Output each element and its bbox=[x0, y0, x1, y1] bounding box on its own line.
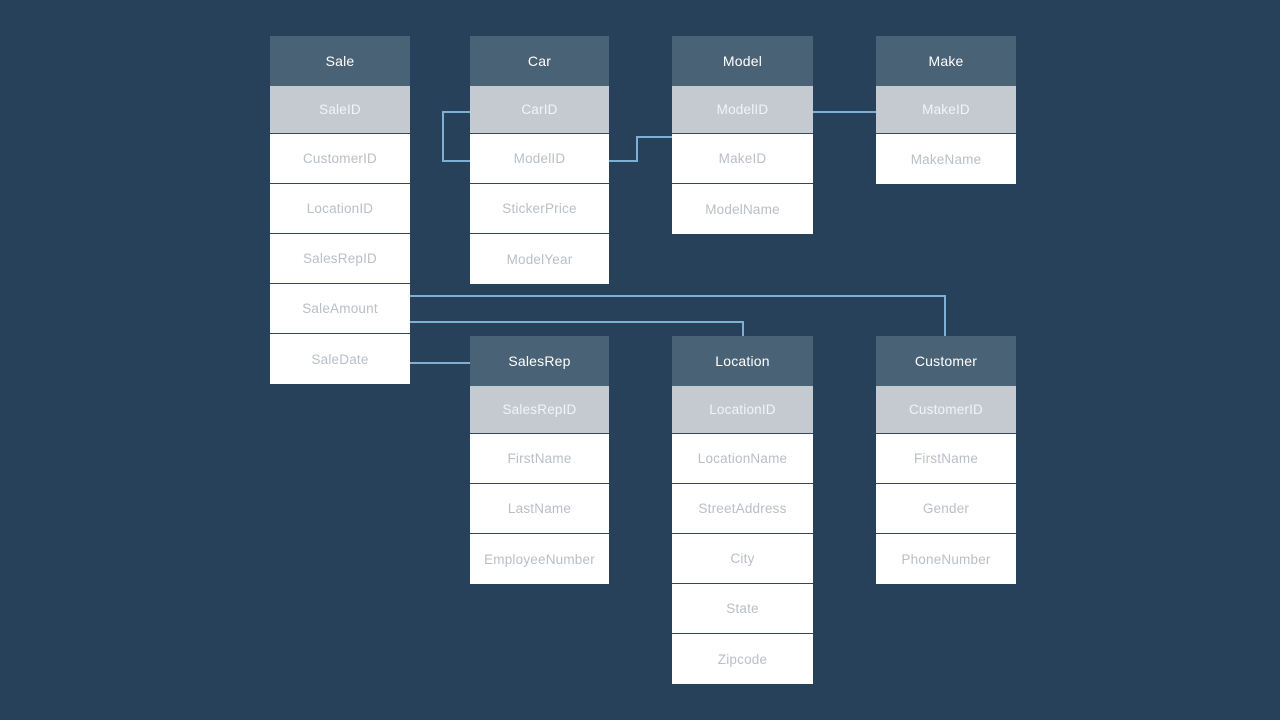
field-row-customerid[interactable]: CustomerID bbox=[270, 134, 410, 184]
entity-title-sale: Sale bbox=[270, 36, 410, 86]
entity-title-make: Make bbox=[876, 36, 1016, 86]
entity-title-salesrep: SalesRep bbox=[470, 336, 609, 386]
connector-0 bbox=[442, 111, 470, 162]
field-row-state[interactable]: State bbox=[672, 584, 813, 634]
primary-key-row-customerid[interactable]: CustomerID bbox=[876, 386, 1016, 434]
connector-3 bbox=[410, 295, 946, 336]
field-row-phonenumber[interactable]: PhoneNumber bbox=[876, 534, 1016, 584]
primary-key-row-saleid[interactable]: SaleID bbox=[270, 86, 410, 134]
primary-key-row-modelid[interactable]: ModelID bbox=[672, 86, 813, 134]
field-row-lastname[interactable]: LastName bbox=[470, 484, 609, 534]
field-row-streetaddress[interactable]: StreetAddress bbox=[672, 484, 813, 534]
primary-key-row-carid[interactable]: CarID bbox=[470, 86, 609, 134]
field-row-saledate[interactable]: SaleDate bbox=[270, 334, 410, 384]
field-row-saleamount[interactable]: SaleAmount bbox=[270, 284, 410, 334]
entity-title-car: Car bbox=[470, 36, 609, 86]
field-row-salesrepid[interactable]: SalesRepID bbox=[270, 234, 410, 284]
field-row-firstname[interactable]: FirstName bbox=[470, 434, 609, 484]
field-row-zipcode[interactable]: Zipcode bbox=[672, 634, 813, 684]
field-row-locationid[interactable]: LocationID bbox=[270, 184, 410, 234]
field-row-stickerprice[interactable]: StickerPrice bbox=[470, 184, 609, 234]
field-row-employeenumber[interactable]: EmployeeNumber bbox=[470, 534, 609, 584]
field-row-modelname[interactable]: ModelName bbox=[672, 184, 813, 234]
field-row-locationname[interactable]: LocationName bbox=[672, 434, 813, 484]
field-row-makename[interactable]: MakeName bbox=[876, 134, 1016, 184]
field-row-gender[interactable]: Gender bbox=[876, 484, 1016, 534]
field-row-firstname[interactable]: FirstName bbox=[876, 434, 1016, 484]
connector-1 bbox=[609, 136, 672, 162]
primary-key-row-makeid[interactable]: MakeID bbox=[876, 86, 1016, 134]
field-row-modelyear[interactable]: ModelYear bbox=[470, 234, 609, 284]
connector-4 bbox=[410, 321, 744, 336]
entity-title-model: Model bbox=[672, 36, 813, 86]
entity-title-location: Location bbox=[672, 336, 813, 386]
field-row-makeid[interactable]: MakeID bbox=[672, 134, 813, 184]
field-row-city[interactable]: City bbox=[672, 534, 813, 584]
entity-title-customer: Customer bbox=[876, 336, 1016, 386]
primary-key-row-salesrepid[interactable]: SalesRepID bbox=[470, 386, 609, 434]
field-row-modelid[interactable]: ModelID bbox=[470, 134, 609, 184]
primary-key-row-locationid[interactable]: LocationID bbox=[672, 386, 813, 434]
